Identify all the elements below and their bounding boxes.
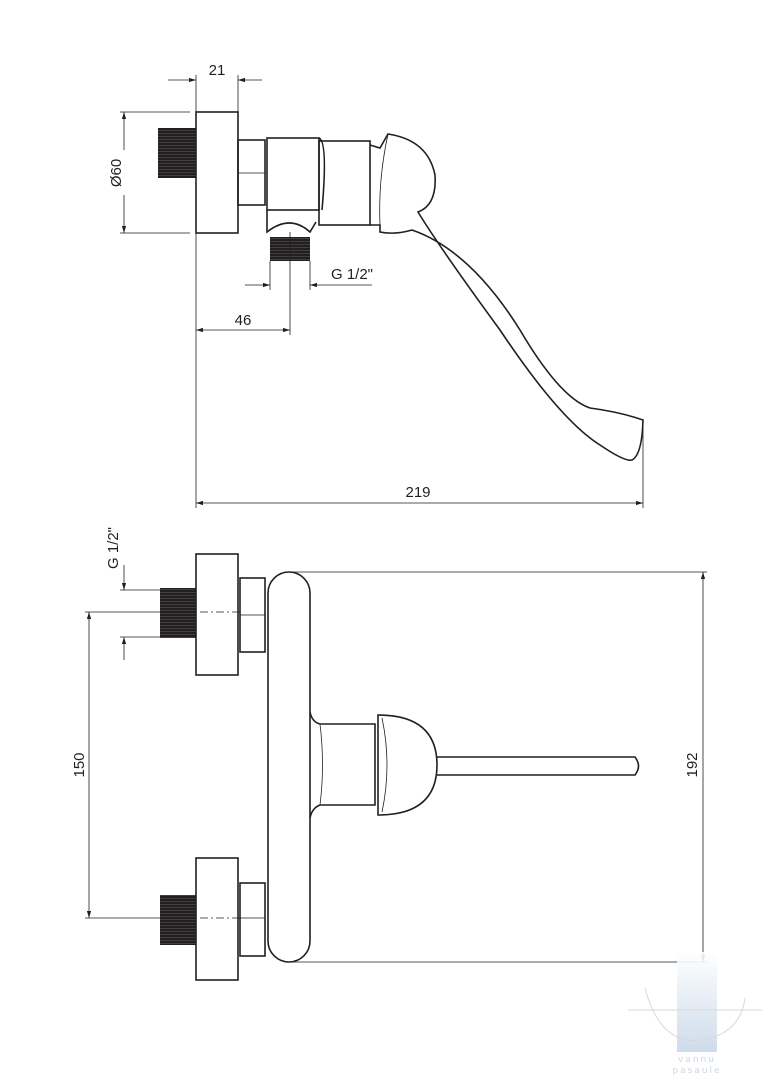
watermark-line2: pasaule [672, 1066, 721, 1076]
wall-flange [195, 111, 239, 234]
dim-outlet-offset: 46 [196, 232, 291, 335]
nut [237, 139, 266, 206]
dim-label: G 1/2" [331, 266, 373, 283]
dim-inlet-thread: G 1/2" [105, 527, 160, 660]
dim-outlet-thread: G 1/2" [245, 261, 373, 290]
dim-total-length: 219 [195, 233, 644, 508]
dim-inlet-spacing: 150 [71, 611, 160, 919]
dim-label: 219 [405, 484, 430, 501]
dim-total-height: 192 [290, 571, 707, 963]
dim-label: 150 [71, 752, 88, 777]
upper-inlet [160, 553, 266, 676]
lower-inlet [160, 857, 266, 981]
front-handle [309, 711, 640, 819]
dim-label: 46 [235, 312, 252, 329]
valve-body [266, 137, 371, 234]
dim-label: 192 [684, 752, 701, 777]
dim-label: Ø60 [108, 159, 125, 187]
watermark-line1: vannu [678, 1055, 716, 1065]
dim-flange-diameter: Ø60 [108, 111, 190, 234]
dim-flange-depth: 21 [168, 62, 262, 112]
inlet-thread [158, 128, 196, 178]
front-view: G 1/2" [71, 527, 707, 981]
dim-label: 21 [209, 62, 226, 79]
dim-label: G 1/2" [105, 527, 122, 569]
watermark-logo: vannu pasaule [628, 952, 762, 1076]
top-view: 21 Ø60 [108, 62, 644, 508]
mixer-body [267, 571, 311, 963]
lever-handle [369, 133, 644, 461]
